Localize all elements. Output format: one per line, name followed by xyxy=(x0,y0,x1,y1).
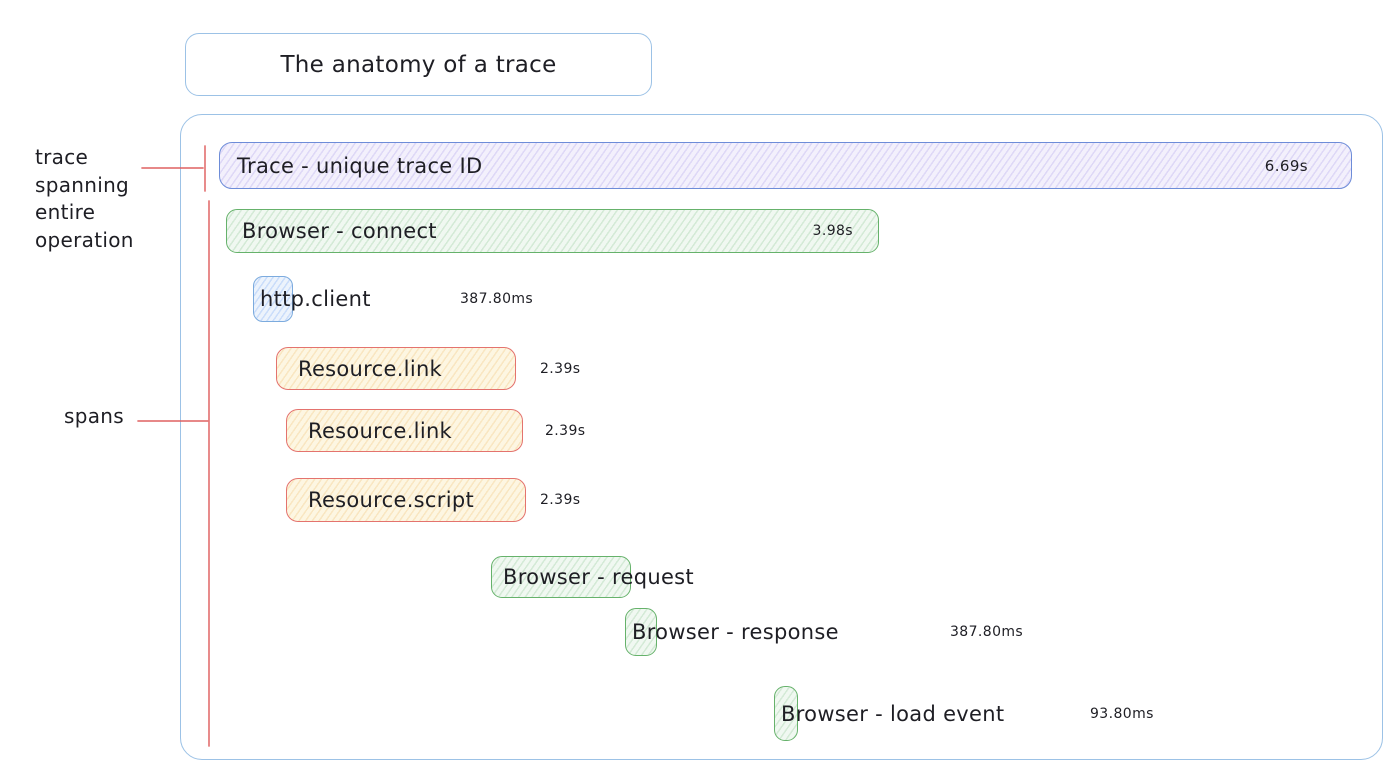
trace-annotation: trace spanning entire operation xyxy=(35,144,134,254)
span-label: Resource.link xyxy=(308,418,453,443)
span-trace: Trace - unique trace ID 6.69s xyxy=(219,142,1352,189)
browser-connect-bar xyxy=(226,209,879,253)
span-duration: 93.80ms xyxy=(1090,705,1154,722)
trace-annotation-line: entire xyxy=(35,200,96,224)
span-browser-load-event: Browser - load event 93.80ms xyxy=(774,686,1174,741)
http-client-bar xyxy=(253,276,293,322)
resource-script-bar xyxy=(286,478,526,522)
span-browser-response: Browser - response 387.80ms xyxy=(625,608,1065,656)
resource-link-bar xyxy=(286,409,523,452)
span-resource-link-1: Resource.link 2.39s xyxy=(276,347,616,390)
span-label: Browser - request xyxy=(503,565,694,589)
trace-container-frame xyxy=(180,114,1383,760)
title-box: The anatomy of a trace xyxy=(185,33,652,96)
span-label: http.client xyxy=(260,287,371,311)
browser-load-event-bar xyxy=(774,686,798,741)
trace-annotation-line: spanning xyxy=(35,172,130,197)
span-duration: 2.39s xyxy=(540,492,581,508)
span-label: Resource.script xyxy=(308,488,474,512)
spans-annotation: spans xyxy=(64,403,124,431)
span-label: Browser - load event xyxy=(781,701,1005,726)
browser-response-bar xyxy=(625,608,657,656)
span-label: Browser - response xyxy=(632,620,839,644)
span-browser-request: Browser - request xyxy=(491,556,751,598)
trace-annotation-line: operation xyxy=(35,227,134,252)
span-label: Browser - connect xyxy=(242,219,437,243)
span-duration: 387.80ms xyxy=(950,624,1024,640)
span-duration: 3.98s xyxy=(812,223,853,239)
trace-annotation-line: trace xyxy=(35,145,89,169)
span-http-client: http.client 387.80ms xyxy=(253,276,653,322)
span-resource-link-2: Resource.link 2.39s xyxy=(286,409,626,452)
span-resource-script: Resource.script 2.39s xyxy=(286,478,626,522)
browser-request-bar xyxy=(491,556,631,598)
diagram-title: The anatomy of a trace xyxy=(280,51,557,78)
span-label: Trace - unique trace ID xyxy=(237,153,483,178)
span-duration: 6.69s xyxy=(1264,156,1308,175)
span-browser-connect: Browser - connect 3.98s xyxy=(226,209,879,253)
span-label: Resource.link xyxy=(298,356,443,381)
span-duration: 2.39s xyxy=(545,422,586,439)
trace-bar xyxy=(219,142,1352,189)
span-duration: 387.80ms xyxy=(460,291,534,307)
span-duration: 2.39s xyxy=(540,360,581,377)
spans-annotation-label: spans xyxy=(64,404,124,428)
resource-link-bar xyxy=(276,347,516,390)
